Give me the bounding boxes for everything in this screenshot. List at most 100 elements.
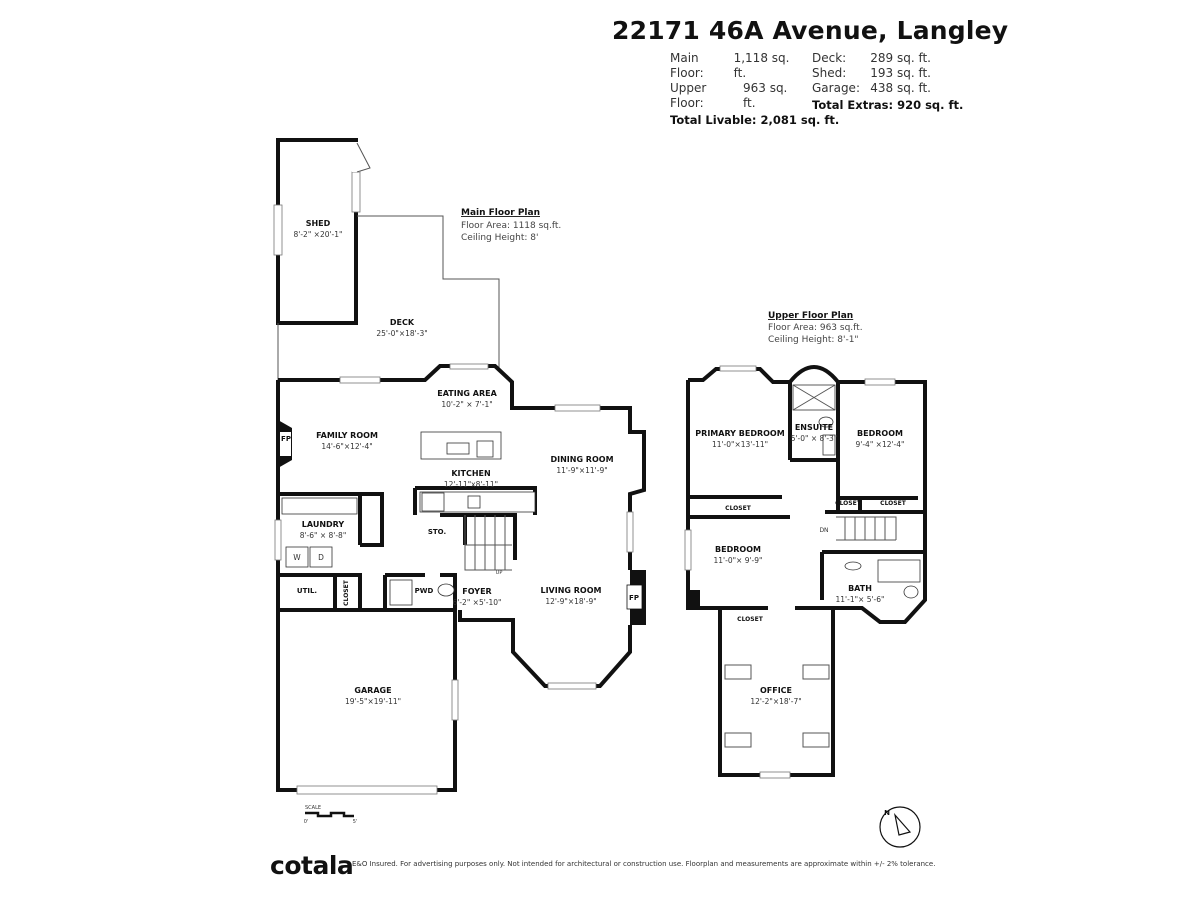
- stat-label: Upper Floor:: [670, 81, 707, 110]
- room-dim: 10'-2" × 7'-1": [441, 400, 492, 409]
- room-name: BEDROOM: [715, 545, 761, 554]
- main-floor-ceiling: Ceiling Height: 8': [461, 233, 538, 243]
- toilet-icon: [437, 583, 455, 597]
- room-name: ENSUITE: [795, 423, 833, 432]
- room-name: DINING ROOM: [550, 455, 613, 464]
- washer-label: W: [293, 553, 301, 562]
- window: [547, 682, 597, 690]
- stat-label: Shed:: [812, 66, 847, 80]
- north-label: N: [884, 809, 890, 817]
- upper-floor-area: Floor Area: 963 sq.ft.: [768, 323, 863, 333]
- upper-stairs: [836, 516, 897, 541]
- main-floor-title: Main Floor Plan: [461, 208, 540, 218]
- window: [451, 679, 459, 721]
- washer-icon: [285, 546, 309, 568]
- room-name: DECK: [390, 318, 415, 327]
- stairs: [464, 515, 512, 571]
- room-name: BATH: [848, 584, 872, 593]
- room-name: OFFICE: [760, 686, 792, 695]
- scale-label: SCALE: [305, 805, 321, 811]
- upper-floor-ceiling: Ceiling Height: 8'-1": [768, 335, 859, 345]
- bath-sink-icon: [844, 561, 862, 571]
- livable-area-summary: Main Floor: 1,118 sq. ft. Upper Floor: 963…: [670, 51, 839, 128]
- upper-interior-walls: [688, 382, 925, 610]
- window: [449, 363, 489, 370]
- stat-label: Main Floor:: [670, 51, 704, 80]
- room-dim: 12'-9"×18'-9": [545, 597, 596, 606]
- laundry-counter: [281, 497, 358, 515]
- room-dim: 9'-4" ×12'-4": [856, 440, 905, 449]
- skylight-icon: [724, 664, 752, 680]
- shed-window: [273, 204, 283, 256]
- toilet-icon: [818, 416, 834, 428]
- closet-label: CLOSET: [343, 579, 350, 606]
- scale-max: 5': [353, 819, 358, 825]
- upper-floor-plan: Upper Floor Plan Floor Area: 963 sq.ft. …: [684, 311, 927, 779]
- garage-door: [296, 785, 438, 795]
- window: [864, 378, 896, 386]
- property-address: 22171 46A Avenue, Langley: [612, 16, 1009, 45]
- main-floor-area: Floor Area: 1118 sq.ft.: [461, 221, 561, 231]
- total-extras: Total Extras: 920 sq. ft.: [812, 98, 964, 112]
- dn-label: DN: [819, 527, 828, 534]
- stat-label: Garage:: [812, 81, 860, 95]
- disclaimer: E&O Insured. For advertising purposes on…: [352, 860, 936, 868]
- total-livable: Total Livable: 2,081 sq. ft.: [670, 113, 840, 127]
- stove-burners-icon: [467, 495, 481, 509]
- stat-value: 1,118 sq. ft.: [733, 51, 790, 80]
- fp-label: FP: [629, 594, 639, 602]
- pwd-label: PWD: [415, 587, 434, 595]
- room-dim: 14'-6"×12'-4": [321, 442, 372, 451]
- skylight-icon: [724, 732, 752, 748]
- room-dim: 12'-11"x8'-11": [444, 480, 498, 489]
- bathtub-icon: [877, 559, 921, 583]
- sink-icon: [446, 442, 470, 455]
- stat-value: 289 sq. ft.: [870, 51, 931, 65]
- window: [684, 529, 692, 571]
- cooktop-icon: [476, 440, 494, 458]
- room-name: KITCHEN: [451, 469, 490, 478]
- fp-label: FP: [281, 435, 291, 443]
- closet-label: CLOSET: [725, 505, 752, 512]
- room-name: LIVING ROOM: [540, 586, 601, 595]
- vanity-icon: [389, 579, 413, 606]
- main-floor-plan: Main Floor Plan Floor Area: 1118 sq.ft. …: [273, 138, 646, 795]
- dryer-label: D: [318, 553, 324, 562]
- window: [339, 376, 381, 384]
- stat-value: 193 sq. ft.: [870, 66, 931, 80]
- room-name: FAMILY ROOM: [316, 431, 378, 440]
- room-dim: 11'-9"×11'-9": [556, 466, 607, 475]
- window: [554, 404, 601, 412]
- room-dim: 8'-2" ×20'-1": [294, 230, 343, 239]
- room-name: FOYER: [462, 587, 491, 596]
- room-dim: 11'-0"×13'-11": [712, 440, 768, 449]
- room-name: LAUNDRY: [302, 520, 345, 529]
- window: [759, 771, 791, 779]
- room-dim: 8'-6" × 8'-8": [300, 531, 347, 540]
- window: [626, 511, 634, 553]
- skylight-icon: [802, 664, 830, 680]
- cotala-logo: cotala: [270, 851, 354, 880]
- extras-area-summary: Deck: 289 sq. ft. Shed: 193 sq. ft. Garage…: [812, 51, 963, 113]
- room-dim: 11'-0"× 9'-9": [714, 556, 763, 565]
- upper-floor-title: Upper Floor Plan: [768, 311, 853, 321]
- stat-label: Deck:: [812, 51, 847, 65]
- closet-label: CLOSET: [880, 500, 907, 507]
- window: [719, 365, 757, 372]
- closet-label: CLOSET: [737, 616, 764, 623]
- shed-door: [356, 142, 371, 173]
- shed-window: [351, 171, 361, 213]
- deck-outline: [277, 215, 500, 380]
- stat-value: 963 sq. ft.: [742, 81, 788, 110]
- range-icon: [421, 492, 445, 512]
- scale-bar: SCALE 0' 5': [304, 805, 358, 825]
- room-dim: 19'-5"×19'-11": [345, 697, 401, 706]
- stat-value: 438 sq. ft.: [870, 81, 931, 95]
- room-name: EATING AREA: [437, 389, 497, 398]
- ensuite-vanity-icon: [822, 434, 836, 456]
- room-dim: 5'-0" × 8'-3": [791, 434, 838, 443]
- room-dim: 12'-2"×18'-7": [750, 697, 801, 706]
- toilet-icon: [903, 585, 919, 599]
- room-name: GARAGE: [354, 686, 391, 695]
